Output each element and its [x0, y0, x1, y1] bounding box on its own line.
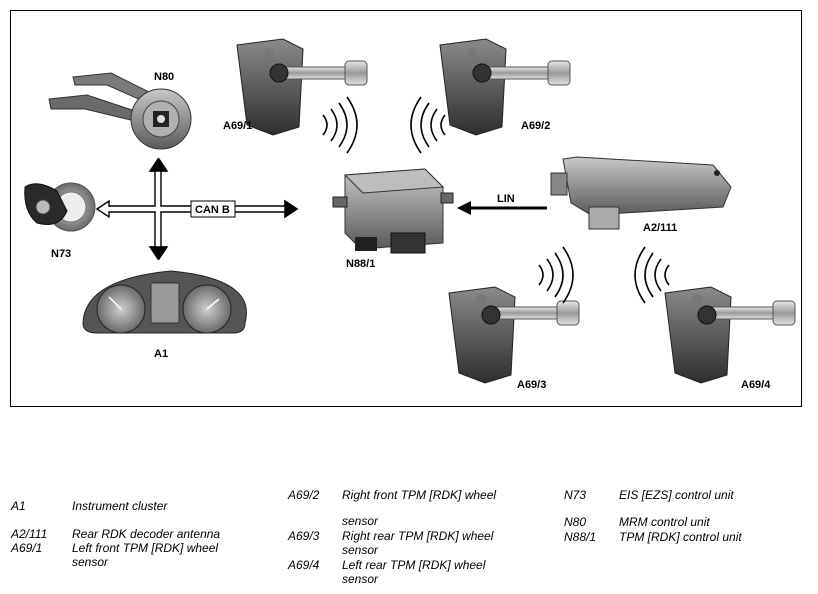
- legend-desc: Instrument cluster: [72, 499, 168, 513]
- legend-code: A69/3: [288, 529, 320, 543]
- legend-code: A69/2: [288, 488, 320, 502]
- system-diagram: N80 A69/1 A69/2 N73 CAN B LIN A2/111 N88…: [24, 38, 796, 391]
- radio-waves-a69-1: [322, 96, 358, 154]
- legend-desc: TPM [RDK] control unit: [619, 530, 742, 544]
- legend-desc: MRM control unit: [619, 515, 710, 529]
- legend-code: A1: [11, 499, 26, 513]
- radio-waves-a69-2: [410, 96, 446, 154]
- label-a69-4: A69/4: [741, 379, 771, 391]
- legend-desc-continued: sensor: [72, 555, 109, 569]
- label-n88-1: N88/1: [346, 258, 375, 270]
- tire-sensor-a69-3: [448, 286, 580, 384]
- label-lin: LIN: [497, 193, 515, 205]
- can-b-label-box: [190, 200, 236, 218]
- lin-bus-arrow: [457, 201, 547, 215]
- legend-code: A69/1: [11, 541, 43, 555]
- tire-sensor-a69-1: [236, 38, 368, 136]
- label-a69-1: A69/1: [223, 120, 252, 132]
- legend-desc: EIS [EZS] control unit: [619, 488, 734, 502]
- instrument-cluster-a1: [82, 270, 247, 334]
- legend-code: N73: [564, 488, 587, 502]
- legend-desc: Rear RDK decoder antenna: [72, 527, 221, 541]
- radio-waves-a69-3: [538, 246, 574, 304]
- ignition-switch-n73: [24, 182, 96, 232]
- legend-desc: Left front TPM [RDK] wheel: [72, 541, 219, 555]
- legend-code: N88/1: [564, 530, 597, 544]
- control-unit-n88-1: [332, 168, 454, 254]
- radio-waves-a69-4: [634, 246, 670, 304]
- tire-sensor-a69-4: [664, 286, 796, 384]
- antenna-a2-111: [550, 156, 732, 230]
- label-a69-3: A69/3: [517, 379, 546, 391]
- legend-code: A69/4: [288, 558, 320, 572]
- diagram-frame: N80 A69/1 A69/2 N73 CAN B LIN A2/111 N88…: [10, 10, 802, 407]
- legend-desc-continued: sensor: [342, 514, 379, 528]
- label-n80: N80: [154, 71, 174, 83]
- legend-desc: Left rear TPM [RDK] wheel: [342, 558, 486, 572]
- label-n73: N73: [51, 248, 71, 260]
- legend-code: A2/111: [11, 527, 48, 541]
- legend-desc-continued: sensor: [342, 543, 379, 557]
- legend-desc: Right rear TPM [RDK] wheel: [342, 529, 494, 543]
- tire-sensor-a69-2: [439, 38, 571, 136]
- legend-desc-continued: sensor: [342, 572, 379, 586]
- label-a1: A1: [154, 348, 168, 360]
- label-can-b: CAN B: [195, 204, 230, 216]
- legend-code: N80: [564, 515, 587, 529]
- label-a2-111: A2/111: [643, 222, 677, 234]
- steering-module-n80: [48, 72, 192, 150]
- legend-desc: Right front TPM [RDK] wheel: [342, 488, 497, 502]
- label-a69-2: A69/2: [521, 120, 550, 132]
